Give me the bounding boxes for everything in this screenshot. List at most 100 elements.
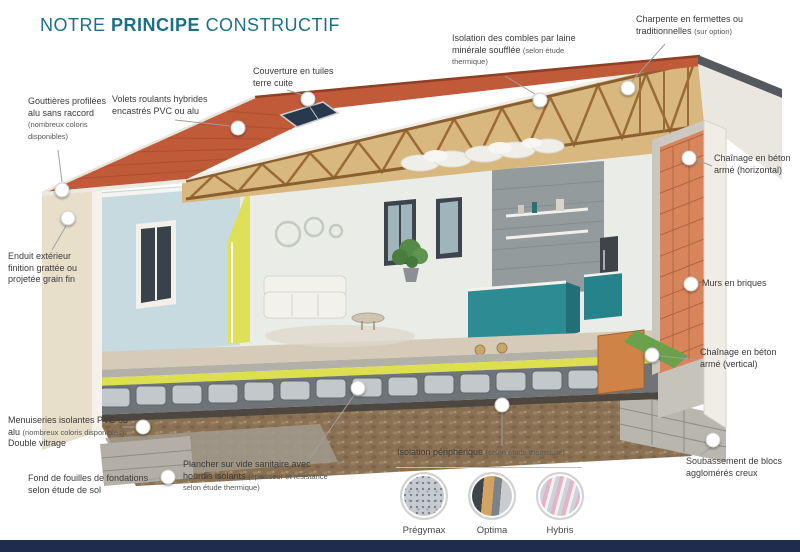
wall-corner: [92, 185, 102, 434]
truss-top-chord: [185, 60, 697, 183]
screed-layer: [95, 347, 658, 378]
callout-text: Plancher sur vide sanitaire avec hourdis…: [183, 459, 311, 481]
optima-material-swatch: [468, 472, 516, 520]
legend-label: Optima: [476, 525, 508, 536]
anchor-menuiseries: [135, 419, 151, 435]
legend-label: Prégymax: [402, 525, 446, 536]
back-window-2: [436, 197, 462, 259]
callout-text: Soubassement de blocs agglomérés creux: [686, 456, 783, 478]
roof-cut-fascia: [184, 55, 701, 181]
callout-plancher: Plancher sur vide sanitaire avec hourdis…: [183, 459, 341, 494]
callout-couverture: Couverture en tuiles terre cuite: [253, 66, 335, 89]
materials-legend: Prégymax Optima Hybris: [392, 472, 592, 536]
foundation-blocks-right: [619, 392, 727, 462]
kitchen-back-wall: [491, 161, 605, 298]
callout-note: (selon étude thermique): [485, 448, 565, 457]
anchor-volets: [230, 120, 246, 136]
callout-text: Chaînage en béton armé (vertical): [700, 347, 777, 369]
hourdis-blocks: [99, 367, 635, 408]
kitchen-shelf: [505, 229, 589, 240]
callout-note: (nombreux coloris disponibles).: [22, 427, 127, 437]
interior-room: [94, 150, 659, 370]
callout-note: (sur option): [694, 26, 732, 36]
callout-text: Volets roulants hybrides encastrés PVC o…: [112, 94, 208, 116]
pregymax-material-swatch: [400, 472, 448, 520]
anchor-murs-briques: [683, 276, 699, 292]
kitchen-island: [467, 270, 623, 344]
exterior-wall-left: [42, 185, 102, 450]
callout-chainage-vertical: Chaînage en béton armé (vertical): [700, 347, 778, 370]
anchor-enduit: [60, 210, 76, 226]
callout-isolation-peripherique: Isolation périphérique (selon étude ther…: [397, 447, 607, 459]
callout-text: Isolation des combles par laine minérale…: [452, 33, 576, 55]
anchor-points: [54, 80, 721, 485]
leader-soubassement: [699, 446, 713, 456]
callout-isolation-combles: Isolation des combles par laine minérale…: [452, 33, 580, 68]
callout-text: Chaînage en béton armé (horizontal): [714, 153, 791, 175]
leader-chainage-horizontal: [696, 159, 713, 167]
callout-soubassement: Soubassement de blocs agglomérés creux: [686, 456, 792, 479]
leader-couverture: [286, 89, 304, 96]
callout-text: Murs en briques: [702, 278, 767, 288]
kitchen-shelf: [505, 207, 589, 218]
callout-text: Gouttières profilées alu sans raccord: [28, 96, 107, 118]
anchor-charpente: [620, 80, 636, 96]
anchor-soubassement: [705, 432, 721, 448]
anchor-plancher: [350, 380, 366, 396]
leader-gouttieres: [57, 149, 63, 183]
callout-text: Couverture en tuiles terre cuite: [253, 66, 334, 88]
leader-chainage-vertical: [659, 355, 699, 361]
chainage-vertical-post: [652, 137, 660, 375]
leader-enduit: [51, 225, 67, 251]
floor-insulation-layer: [95, 355, 658, 386]
callout-note: (selon étude thermique): [452, 45, 565, 67]
anchor-chainage-horizontal: [681, 150, 697, 166]
corner-pillar: [703, 119, 727, 429]
blown-attic-insulation: [400, 138, 565, 172]
attic: [182, 55, 704, 203]
callout-enduit: Enduit extérieur finition grattée ou pro…: [8, 251, 90, 286]
page-title: NOTRE PRINCIPE CONSTRUCTIF: [40, 15, 340, 36]
callout-extra: Double vitrage: [8, 438, 67, 449]
sofa: [263, 275, 347, 319]
wall-art-circles: [274, 216, 344, 248]
callout-gouttieres: Gouttières profilées alu sans raccord (n…: [28, 96, 116, 143]
rug: [265, 325, 415, 347]
callout-text: Enduit extérieur finition grattée ou pro…: [8, 251, 78, 285]
wall-base: [658, 358, 704, 418]
title-part-1: NOTRE: [40, 15, 106, 35]
interior-floor: [95, 330, 658, 370]
leader-fond-fouilles: [147, 477, 161, 481]
floor-slab-cut: [95, 347, 658, 422]
callout-text: Charpente en fermettes ou traditionnelle…: [636, 14, 744, 36]
legend-divider: [396, 467, 582, 468]
coffee-table: [351, 312, 385, 330]
legend-item-pregymax: Prégymax: [392, 472, 456, 536]
anchor-isolation-peripherique: [494, 397, 510, 413]
plant: [392, 239, 428, 282]
anchor-fond-fouilles: [160, 469, 176, 485]
legend-label: Hybris: [546, 525, 574, 536]
legend-item-optima: Optima: [460, 472, 524, 536]
anchor-isolation-combles: [532, 92, 548, 108]
leader-charpente: [631, 43, 666, 82]
left-wall-window: [136, 220, 176, 309]
leader-volets: [174, 119, 231, 127]
anchor-gouttieres: [54, 182, 70, 198]
hybris-material-swatch: [536, 472, 584, 520]
callout-chainage-horizontal: Chaînage en béton armé (horizontal): [714, 153, 792, 176]
anchor-couverture: [300, 91, 316, 107]
wall-insulation-strip: [228, 184, 250, 344]
anchor-chainage-vertical: [644, 347, 660, 363]
gable-roof-edge: [698, 55, 782, 98]
bar-stools: [474, 342, 508, 356]
callout-menuiseries: Menuiseries isolantes PVC ou alu (nombre…: [8, 415, 140, 450]
legend-item-hybris: Hybris: [528, 472, 592, 536]
callout-charpente: Charpente en fermettes ou traditionnelle…: [636, 14, 786, 37]
bottom-navy-bar: [0, 540, 800, 552]
roof-trusses: [189, 62, 696, 199]
verge-fascia: [41, 95, 256, 195]
title-part-2: PRINCIPE: [111, 15, 201, 35]
brick-wall: [652, 120, 705, 375]
